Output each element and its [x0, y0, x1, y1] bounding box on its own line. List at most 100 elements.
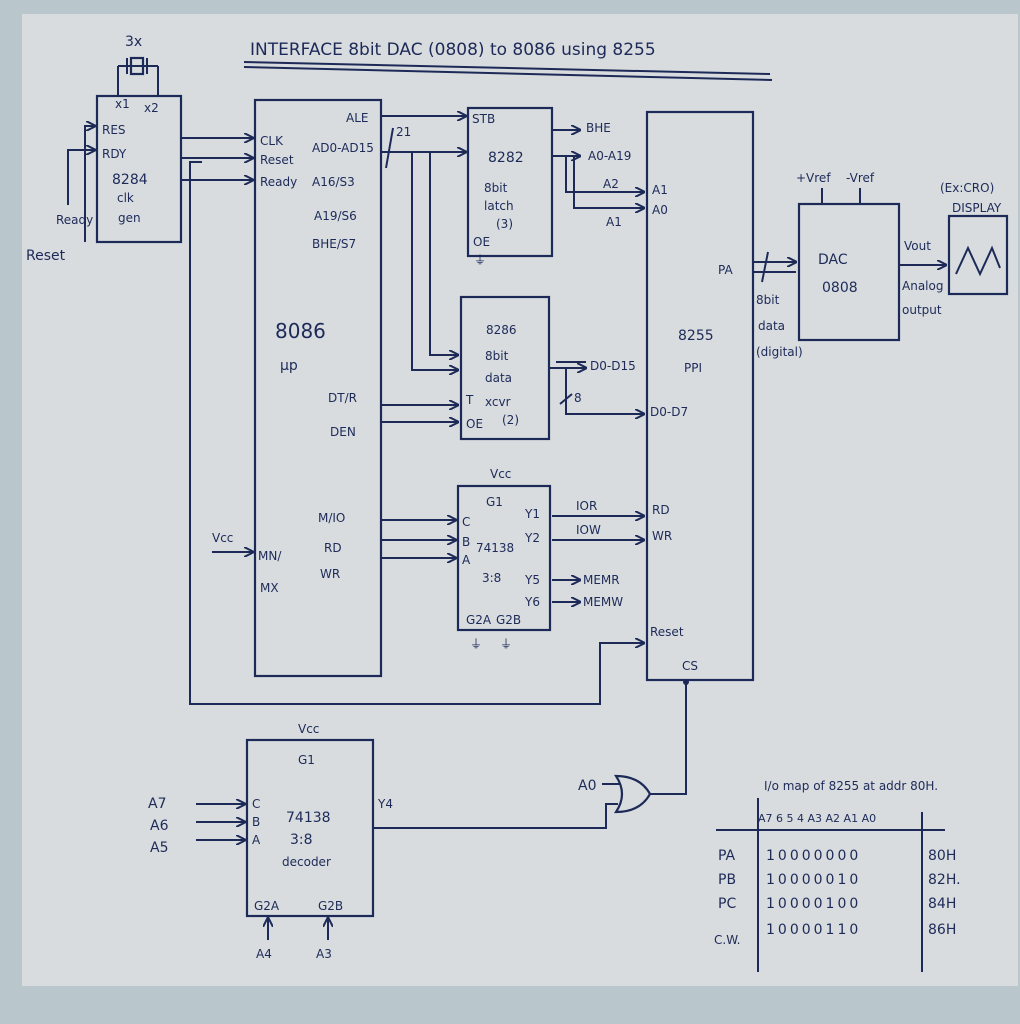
io-row-addr: 80H — [928, 848, 956, 864]
decoder-1-y2: Y2 — [524, 531, 540, 545]
ppi-pin-d0-d7: D0-D7 — [650, 405, 688, 419]
latch-ground: ⏚ — [474, 253, 486, 267]
cpu-pin-den: DEN — [330, 425, 356, 439]
or-gate — [613, 774, 652, 814]
decoder-2-in-b: B — [252, 815, 260, 829]
cpu-name: 8086 — [275, 319, 326, 343]
decoder-2-line-1: 74138 — [286, 810, 331, 826]
io-row-port: PA — [718, 848, 736, 864]
latch-line-1: 8282 — [488, 150, 524, 166]
reset-label: Reset — [26, 248, 66, 264]
decoder-1-line-1: 74138 — [476, 541, 514, 555]
cpu-pin-rd: RD — [324, 541, 342, 555]
wire-a2 — [565, 156, 644, 192]
wire-ready-in — [67, 150, 95, 205]
io-map-header: A7 6 5 4 A3 A2 A1 A0 — [758, 812, 876, 825]
wire-gate-cs — [650, 684, 687, 795]
decoder-1-ground-2: ⏚ — [500, 637, 512, 651]
decoder-1-g1: G1 — [486, 495, 503, 509]
decoder-1-out-memw: MEMW — [583, 595, 623, 609]
latch-out-bhe: BHE — [586, 121, 611, 135]
io-row-port: PB — [718, 872, 736, 888]
decoder-2-addr-a6: A6 — [150, 818, 169, 834]
cpu-pin-ready: Ready — [260, 175, 297, 189]
clk-name-1: 8284 — [112, 172, 148, 188]
latch-line-2: 8bit — [484, 181, 508, 195]
clk-name-3: gen — [118, 211, 141, 225]
dac-0808-box — [797, 202, 901, 342]
dac-model: 0808 — [822, 280, 858, 296]
bus-data-xcvr-2 — [429, 152, 458, 355]
crystal-label: 3x — [125, 34, 142, 50]
decoder-2-in-a: A — [252, 833, 261, 847]
latch-line-4: (3) — [496, 217, 513, 231]
decoder-1-y5: Y5 — [524, 573, 540, 587]
decoder-1-g2a: G2A — [466, 613, 492, 627]
bus-d0-d7 — [565, 368, 644, 414]
clk-pin-rdy: RDY — [102, 147, 127, 161]
io-row-addr: 82H. — [928, 872, 961, 888]
cpu-pin-reset: Reset — [260, 153, 294, 167]
clock-generator-box — [95, 94, 183, 244]
decoder-1-g2b: G2B — [496, 613, 521, 627]
decoder-2-g2b: G2B — [318, 899, 343, 913]
clk-pin-res: RES — [102, 123, 126, 137]
decoder-1-out-ior: IOR — [576, 499, 597, 513]
io-row-bits: 10000000 — [766, 848, 861, 864]
bus-pa-slash — [761, 251, 769, 283]
display-line-2: DISPLAY — [952, 201, 1002, 215]
latch-oe: OE — [473, 235, 490, 249]
decoder-1-out-iow: IOW — [576, 523, 601, 537]
ppi-pin-cs: CS — [682, 659, 698, 673]
xcvr-t: T — [465, 393, 474, 407]
io-row-port: PC — [718, 896, 736, 912]
ppi-pin-pa: PA — [718, 263, 733, 277]
diagram-title: INTERFACE 8bit DAC (0808) to 8086 using … — [250, 40, 656, 60]
gate-input-a0: A0 — [578, 778, 596, 794]
cpu-pin-a19: A19/S6 — [314, 209, 357, 223]
decoder-1-in-c: C — [462, 515, 470, 529]
ppi-pin-a0: A0 — [652, 203, 668, 217]
io-map-title: I/o map of 8255 at addr 80H. — [764, 779, 938, 793]
xcvr-line-5: (2) — [502, 413, 519, 427]
wire-reset-ppi — [189, 161, 644, 705]
io-row-addr: 84H — [928, 896, 956, 912]
cpu-pin-ad: AD0-AD15 — [312, 141, 374, 155]
decoder-2-y4: Y4 — [377, 797, 393, 811]
title-underline — [243, 61, 771, 75]
decoder-2-en-a4: A4 — [256, 947, 272, 961]
io-row-bits: 10000010 — [766, 872, 861, 888]
clk-name-2: clk — [117, 191, 134, 205]
bus-data-xcvr — [411, 152, 458, 370]
cpu-pin-dtr: DT/R — [328, 391, 357, 405]
crystal-symbol — [117, 56, 159, 96]
ppi-sub: PPI — [684, 361, 702, 375]
cpu-pin-ale: ALE — [346, 111, 368, 125]
display-box — [947, 214, 1009, 296]
dac-vref-neg: -Vref — [846, 171, 875, 185]
decoder-2-line-2: 3:8 — [290, 832, 313, 848]
decoder-2-addr-a7: A7 — [148, 796, 166, 812]
decoder-2-en-a3: A3 — [316, 947, 332, 961]
cpu-vcc: Vcc — [212, 531, 233, 545]
io-row-port: C.W. — [714, 933, 741, 947]
decoder-1-in-a: A — [462, 553, 471, 567]
ready-label: Ready — [56, 213, 93, 227]
cs-junction — [683, 679, 689, 685]
decoder-1-in-b: B — [462, 535, 470, 549]
cpu-pin-mio: M/IO — [318, 511, 345, 525]
cpu-pin-clk: CLK — [260, 134, 284, 148]
ppi-pin-reset: Reset — [650, 625, 684, 639]
decoder-1-y6: Y6 — [524, 595, 540, 609]
decoder-2-g1: G1 — [298, 753, 315, 767]
decoder-1-vcc: Vcc — [490, 467, 511, 481]
title-underline-2 — [243, 66, 773, 81]
decoder-1-line-2: 3:8 — [482, 571, 501, 585]
dac-bus-2: data — [758, 319, 785, 333]
decoder-1-box — [456, 484, 552, 632]
io-row-bits: 10000100 — [766, 896, 861, 912]
io-row-bits: 10000110 — [766, 922, 861, 938]
latch-out-a0-a19: A0-A19 — [588, 149, 631, 163]
ppi-8255-box — [645, 110, 755, 682]
